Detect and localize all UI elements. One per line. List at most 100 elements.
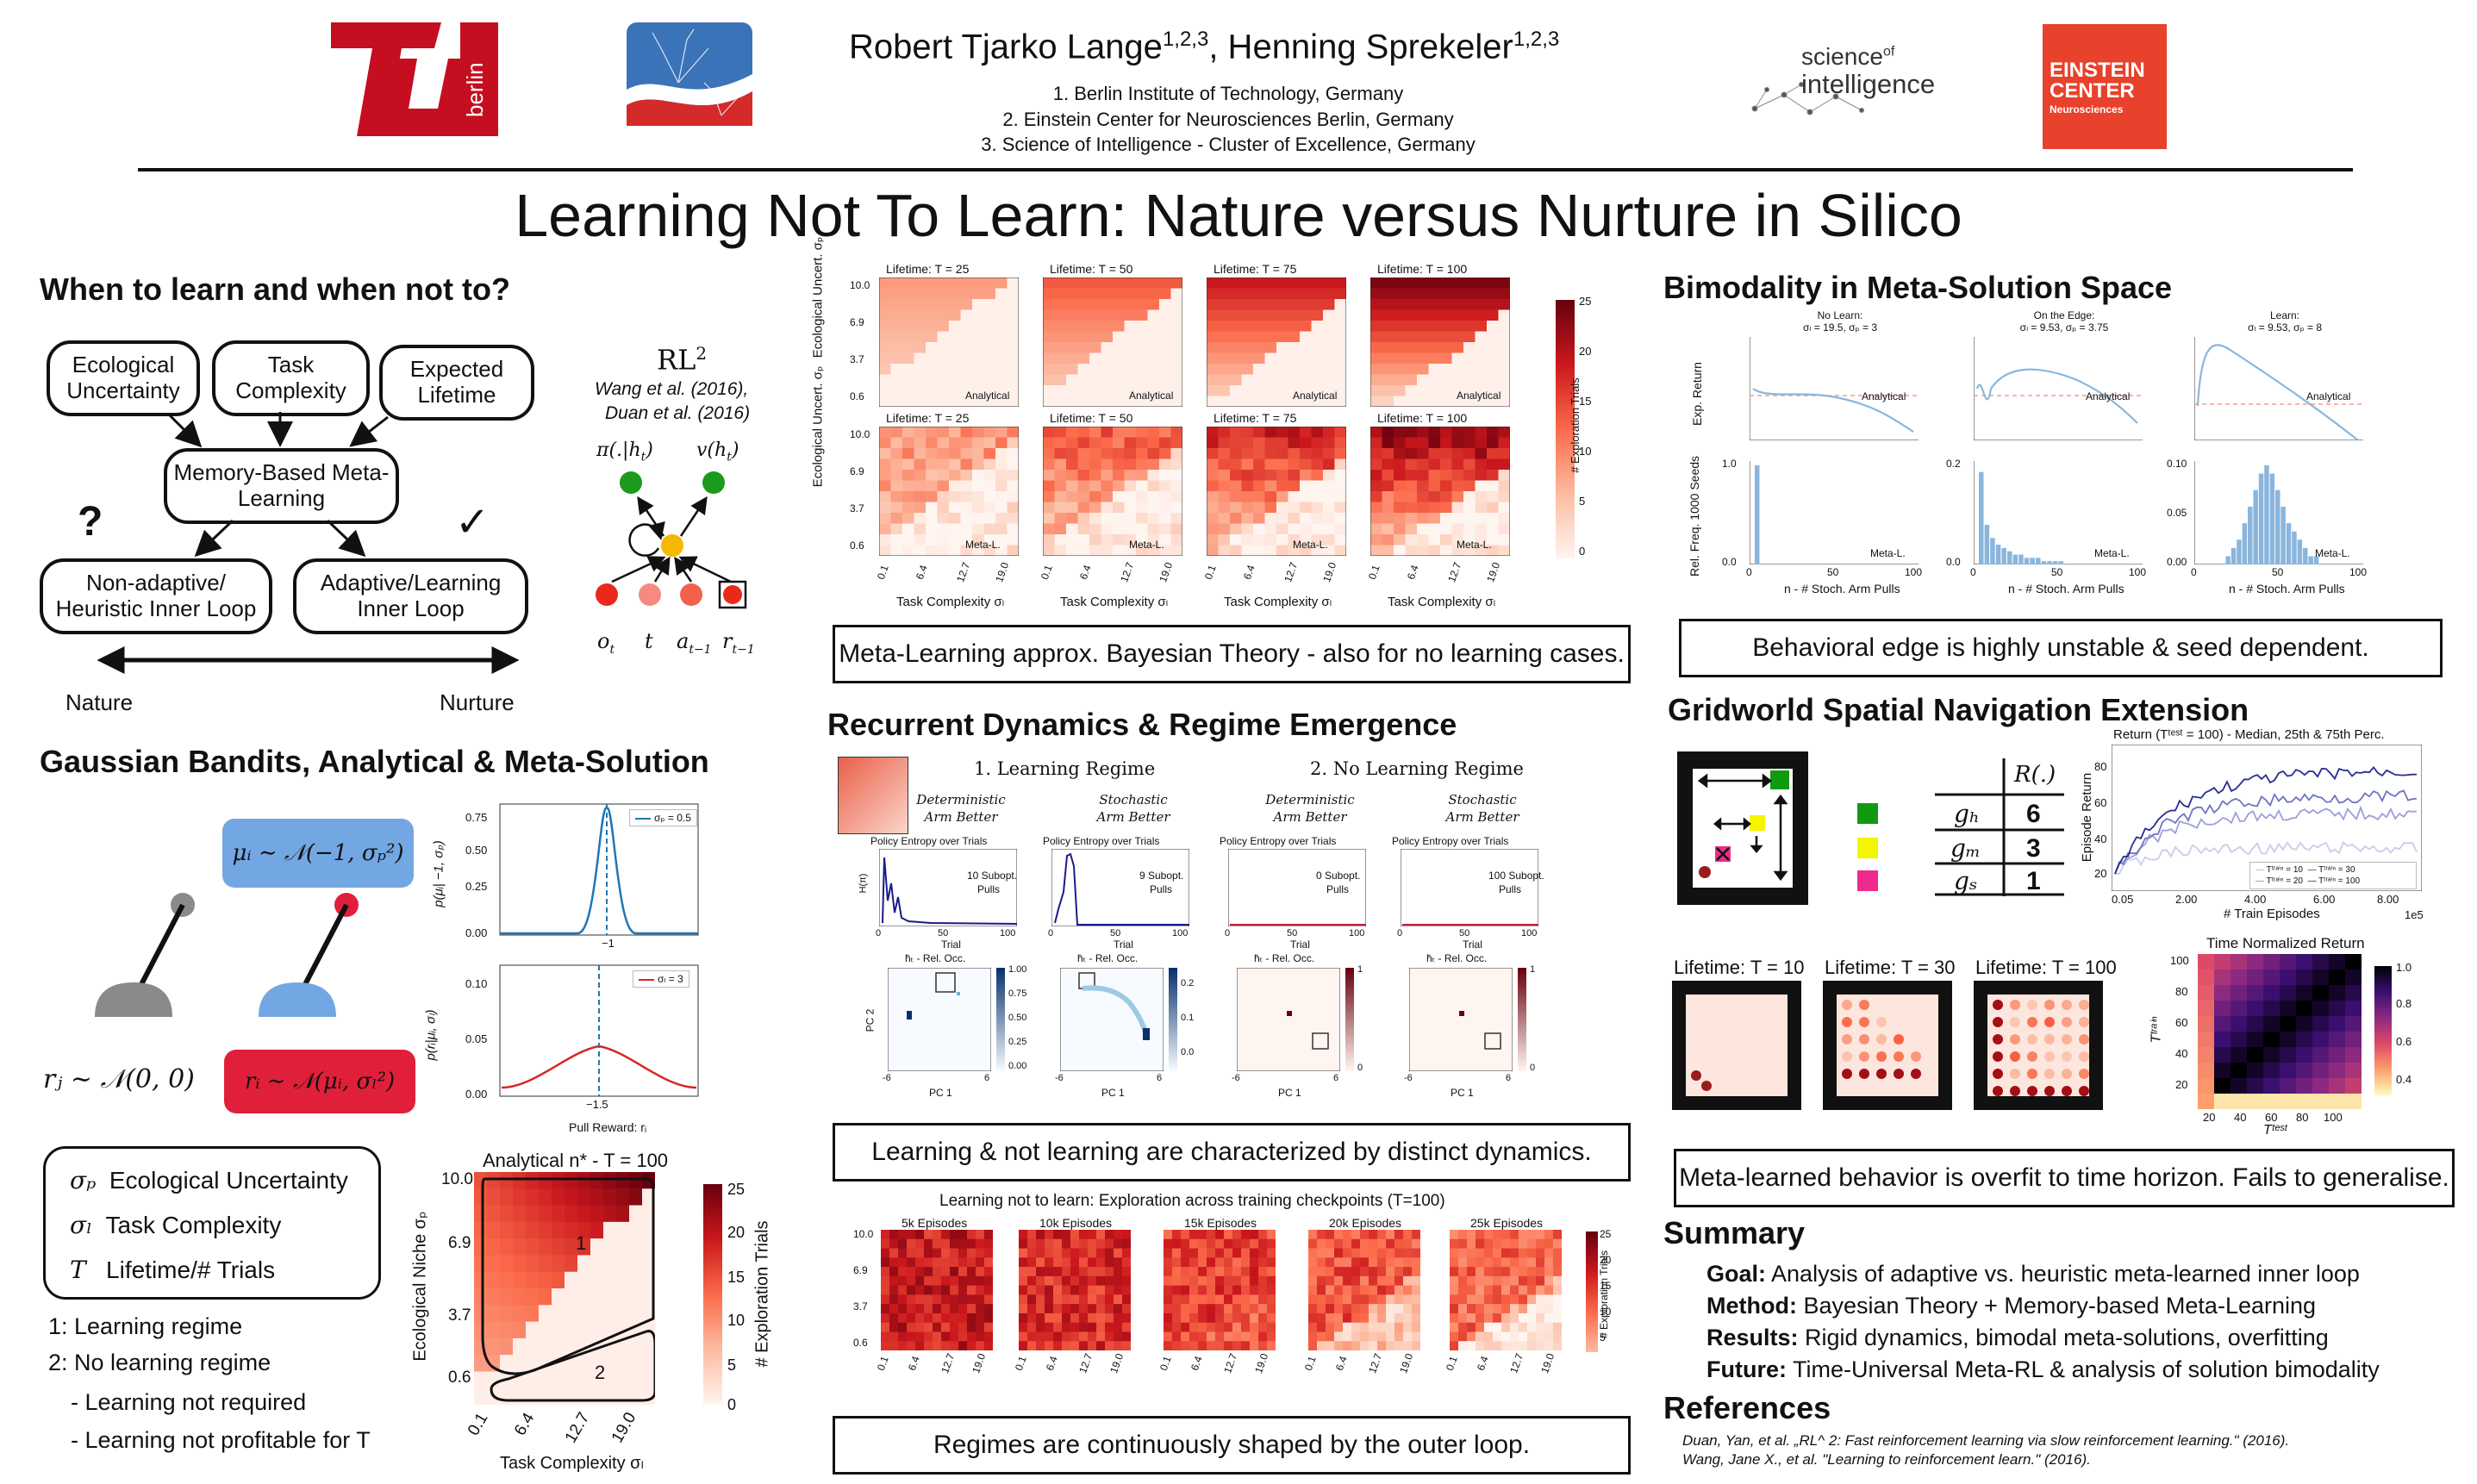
affiliation-1: 1. Berlin Institute of Technology, Germa…	[1052, 83, 1404, 104]
bimodality-title: Bimodality in Meta-Solution Space	[1663, 270, 2173, 305]
pc-tick: 6	[1333, 1073, 1339, 1083]
x-tick: 0.1	[1301, 1354, 1319, 1373]
y-tick: 10.0	[853, 1228, 874, 1240]
checkpoint-heatmap	[1308, 1230, 1420, 1350]
x-tick: 12.7	[1282, 560, 1301, 584]
x-tick: 6.4	[1332, 1354, 1350, 1373]
entropy-plot	[1228, 849, 1366, 926]
x-tick: 100	[1905, 566, 1923, 578]
x-tick: 0	[1746, 566, 1752, 578]
banner-dynamics: Learning & not learning are characterize…	[833, 1123, 1631, 1182]
cbar-tick: 0.2	[1181, 978, 1195, 988]
histogram	[1750, 461, 1919, 564]
heatmap-title: Lifetime: T = 75	[1214, 262, 1297, 276]
cbar-tick: 20	[1579, 345, 1592, 358]
bandits-title: Gaussian Bandits, Analytical & Meta-Solu…	[40, 744, 709, 779]
cbar-tick: 15	[1600, 1280, 1612, 1292]
heatmap-tag: Meta-L.	[1457, 539, 1492, 551]
checkpoints-title: Learning not to learn: Exploration acros…	[939, 1192, 1445, 1210]
x-tick: 50	[1287, 928, 1298, 938]
x-tick: 12.7	[1445, 560, 1464, 584]
occupancy-title: h̄ₜ - Rel. Occ.	[905, 952, 966, 964]
x-tick: 12.7	[1366, 1351, 1385, 1375]
x-tick: 0	[1225, 928, 1231, 938]
lifetime-heatmap	[1370, 277, 1510, 407]
x-tick: 19.0	[1538, 1351, 1557, 1375]
x-tick: 0	[1970, 566, 1976, 578]
y-axis-label: Ecological Uncert. σₚ	[810, 365, 826, 488]
x-tick: 6.4	[913, 563, 930, 582]
hist-bar	[2258, 473, 2264, 564]
soi-logo: scienceof intelligence	[1750, 34, 1948, 121]
pc-tick: 6	[1506, 1073, 1512, 1083]
heatmap-title: Lifetime: T = 75	[1214, 411, 1297, 425]
bimodal-col-subtitle: σₗ = 9.53, σₚ = 3.75	[2019, 321, 2109, 334]
metal-tag: Meta-L.	[1870, 547, 1906, 559]
pc-tick: -6	[1232, 1073, 1240, 1083]
x-axis-label: n - # Stoch. Arm Pulls	[1784, 582, 1900, 595]
occupancy-cbar	[1518, 968, 1526, 1071]
regime-1-title: 1. Learning Regime	[974, 758, 1156, 779]
x-tick: 6.4	[1474, 1354, 1491, 1373]
histogram	[1974, 461, 2143, 564]
einstein-logo: EINSTEIN CENTER Neurosciences	[2043, 24, 2167, 149]
return-series	[2114, 840, 2418, 875]
cbar-tick: 0.50	[1008, 1013, 1027, 1023]
policy-label: π(.|ht)	[596, 440, 653, 465]
cbar-tick: 25	[1600, 1228, 1612, 1240]
hist-bar	[2225, 556, 2231, 564]
x-axis-label: Task Complexity σₗ	[1224, 595, 1332, 609]
hist-bar	[2253, 489, 2258, 564]
occupancy-plot	[888, 968, 991, 1071]
pc-tick: -6	[1055, 1073, 1064, 1083]
summary-results: Results: Rigid dynamics, bimodal meta-so…	[1706, 1325, 2329, 1350]
x-tick: 100	[2349, 566, 2368, 578]
occupancy-title: h̄ₜ - Rel. Occ.	[1077, 952, 1139, 964]
density-plot-top: 0.75 0.50 0.25 0.00 −1 p(μᵢ| −1, σₚ) σₚ …	[432, 797, 707, 952]
checkpoint-title: 5k Episodes	[902, 1216, 968, 1230]
references-title: References	[1663, 1390, 1831, 1425]
lifetime-heatmap	[879, 427, 1019, 556]
colorbar	[1556, 300, 1575, 558]
node-adaptive: Adaptive/Learning Inner Loop	[293, 558, 528, 634]
gridworld-env	[1677, 751, 1808, 905]
x-tick: 100	[1000, 928, 1016, 938]
occupancy-plot	[1060, 968, 1164, 1071]
hist-bar	[2001, 547, 2006, 564]
cbar-tick: 1	[1530, 964, 1536, 975]
summary-goal: Goal: Analysis of adaptive vs. heuristic…	[1706, 1261, 2360, 1287]
node-non-adaptive: Non-adaptive/ Heuristic Inner Loop	[40, 558, 272, 634]
summary-title: Summary	[1663, 1215, 1806, 1250]
when-to-learn-title: When to learn and when not to?	[40, 271, 510, 307]
rl2-cite-1: Wang et al. (2016),	[595, 379, 749, 399]
reference-1: Duan, Yan, et al. „RL^ 2: Fast reinforce…	[1682, 1432, 2290, 1449]
pc1-label: PC 1	[929, 1087, 952, 1099]
hist-bar	[2280, 506, 2286, 564]
time-normalized-return: Time Normalized Return 100 80 60 40 20 2…	[2149, 935, 2412, 1138]
sub-header: Arm Better	[1273, 809, 1347, 825]
rj-label: rⱼ ∼ 𝒩(0, 0)	[43, 1064, 195, 1094]
hist-bar	[2018, 554, 2024, 564]
entropy-plot	[879, 849, 1017, 926]
banner-regimes: Regimes are continuously shaped by the o…	[833, 1416, 1631, 1475]
x-tick: 0	[1397, 928, 1403, 938]
banner-overfit: Meta-learned behavior is overfit to time…	[1674, 1149, 2455, 1207]
x-tick: 50	[938, 928, 949, 938]
x-tick: 100	[1172, 928, 1189, 938]
y-axis-label: Rel. Freq. 1000 Seeds	[1688, 455, 1702, 577]
x-axis-label: Trial	[1290, 938, 1310, 951]
concept-arrows	[97, 412, 520, 675]
metal-tag: Meta-L.	[2315, 547, 2350, 559]
x-tick: 19.0	[1107, 1351, 1126, 1375]
analytical-tag: Analytical	[2306, 390, 2351, 402]
x-tick: 12.7	[939, 1351, 958, 1375]
x-axis-label: Task Complexity σₗ	[1060, 595, 1169, 609]
y-tick: 0.10	[2167, 458, 2187, 470]
hist-bar	[2237, 539, 2242, 564]
pc-tick: -6	[1404, 1073, 1413, 1083]
affiliation-3: 3. Science of Intelligence - Cluster of …	[981, 134, 1476, 155]
hist-bar	[1990, 538, 1995, 564]
